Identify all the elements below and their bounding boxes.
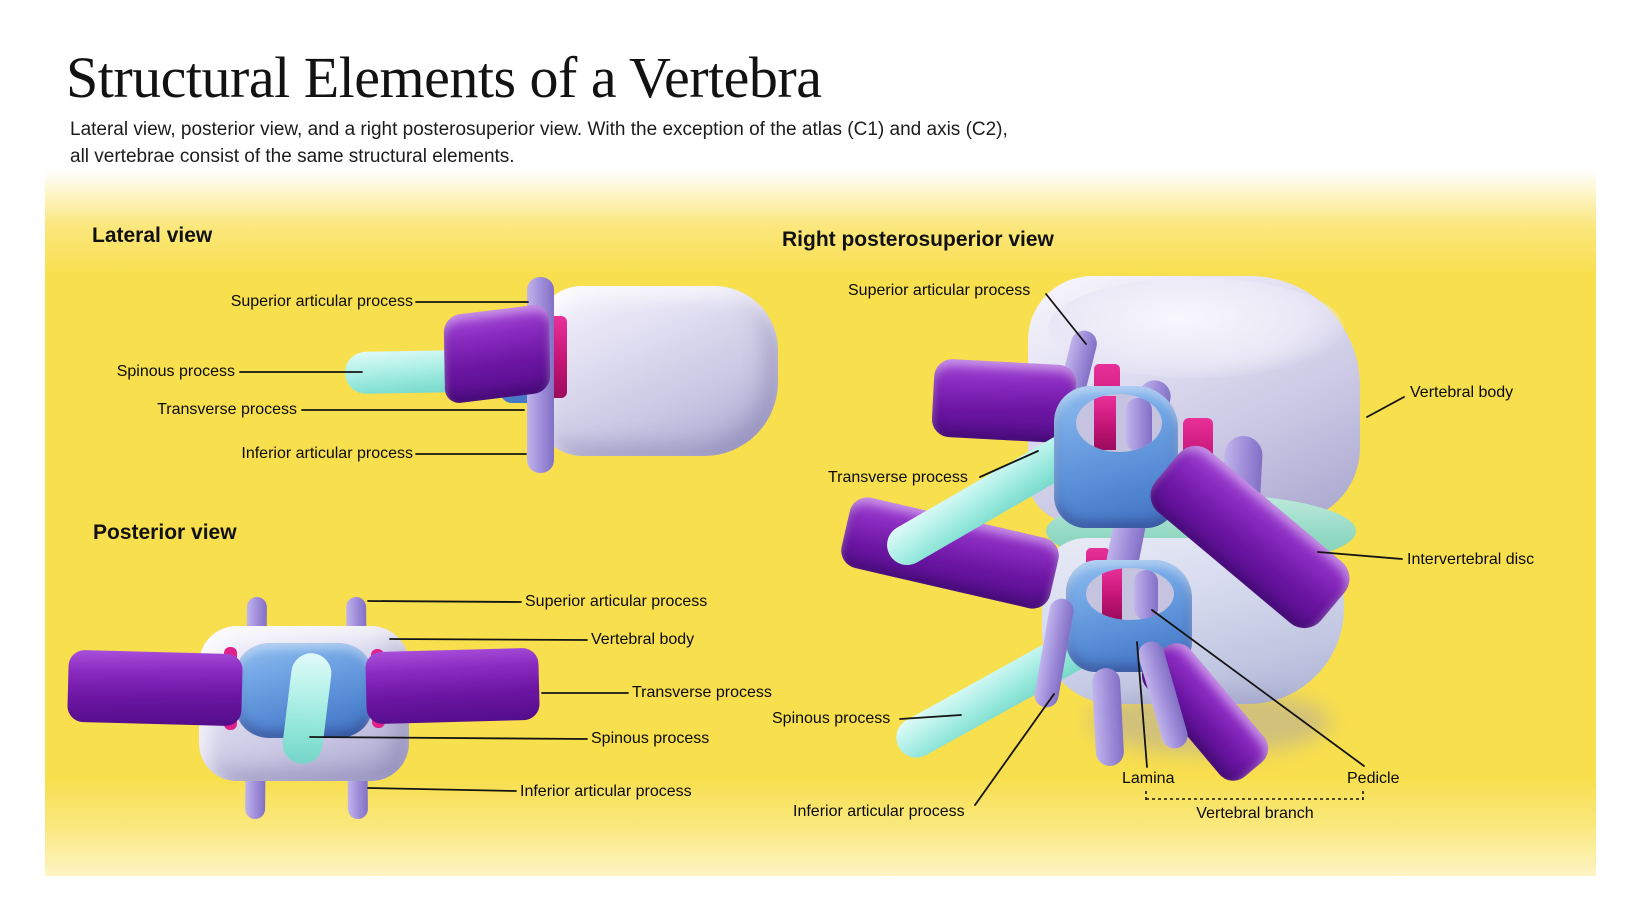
label-ps-superior-articular-process: Superior articular process xyxy=(848,282,1031,299)
label-ps-intervertebral-disc: Intervertebral disc xyxy=(1407,551,1535,568)
ps-lower-vertebral-foramen xyxy=(1086,568,1174,620)
leader-ps-lamina xyxy=(1136,641,1148,768)
label-lateral-transverse-process: Transverse process xyxy=(157,401,297,418)
label-ps-lamina: Lamina xyxy=(1122,770,1175,787)
leader-posterior-spinous xyxy=(309,736,588,740)
vertebral-branch-bracket xyxy=(1145,789,1364,800)
ps-upper-vertebral-foramen xyxy=(1076,394,1162,452)
leader-ps-transverse xyxy=(979,450,1039,478)
leader-ps-superior-articular xyxy=(1045,293,1087,345)
page-subtitle-line1: Lateral view, posterior view, and a righ… xyxy=(70,119,1008,140)
label-ps-transverse-process: Transverse process xyxy=(828,469,968,486)
label-lateral-spinous-process: Spinous process xyxy=(116,363,235,380)
leader-ps-inferior-articular xyxy=(974,693,1055,806)
page-title: Structural Elements of a Vertebra xyxy=(66,45,822,110)
label-posterior-superior-articular-process: Superior articular process xyxy=(525,593,708,610)
ps-upper-foramen-pedicle-fragment xyxy=(1094,396,1116,450)
label-ps-vertebral-branch: Vertebral branch xyxy=(1196,805,1314,822)
leader-posterior-vertebral-body xyxy=(389,638,588,641)
leader-ps-pedicle xyxy=(1151,609,1365,767)
leader-ps-intervertebral-disc xyxy=(1317,551,1403,560)
label-ps-vertebral-body: Vertebral body xyxy=(1410,384,1514,401)
leader-ps-spinous xyxy=(899,714,962,720)
label-posterior-inferior-articular-process: Inferior articular process xyxy=(520,783,692,800)
label-posterior-transverse-process: Transverse process xyxy=(632,684,772,701)
ps-lower-foramen-pedicle-fragment xyxy=(1102,568,1122,620)
leader-ps-vertebral-body xyxy=(1366,396,1405,418)
label-lateral-superior-articular-process: Superior articular process xyxy=(230,293,413,310)
ps-upper-body-top-highlight xyxy=(1048,278,1344,378)
page-subtitle-line2: all vertebrae consist of the same struct… xyxy=(70,146,515,167)
label-posterior-spinous-process: Spinous process xyxy=(591,730,710,747)
lateral-vertebral-body-shape xyxy=(536,286,778,456)
leader-posterior-inferior-articular xyxy=(367,787,517,792)
heading-posterior-view: Posterior view xyxy=(93,521,237,544)
label-ps-inferior-articular-process: Inferior articular process xyxy=(793,803,965,820)
label-posterior-vertebral-body: Vertebral body xyxy=(591,631,695,648)
label-lateral-inferior-articular-process: Inferior articular process xyxy=(241,445,413,462)
label-ps-pedicle: Pedicle xyxy=(1347,770,1400,787)
heading-right-posterosuperior-view: Right posterosuperior view xyxy=(782,228,1054,251)
label-ps-spinous-process: Spinous process xyxy=(772,710,891,727)
ps-upper-foramen-rod-fragment xyxy=(1126,398,1152,452)
leader-posterior-superior-articular xyxy=(367,600,522,603)
heading-lateral-view: Lateral view xyxy=(92,224,213,247)
